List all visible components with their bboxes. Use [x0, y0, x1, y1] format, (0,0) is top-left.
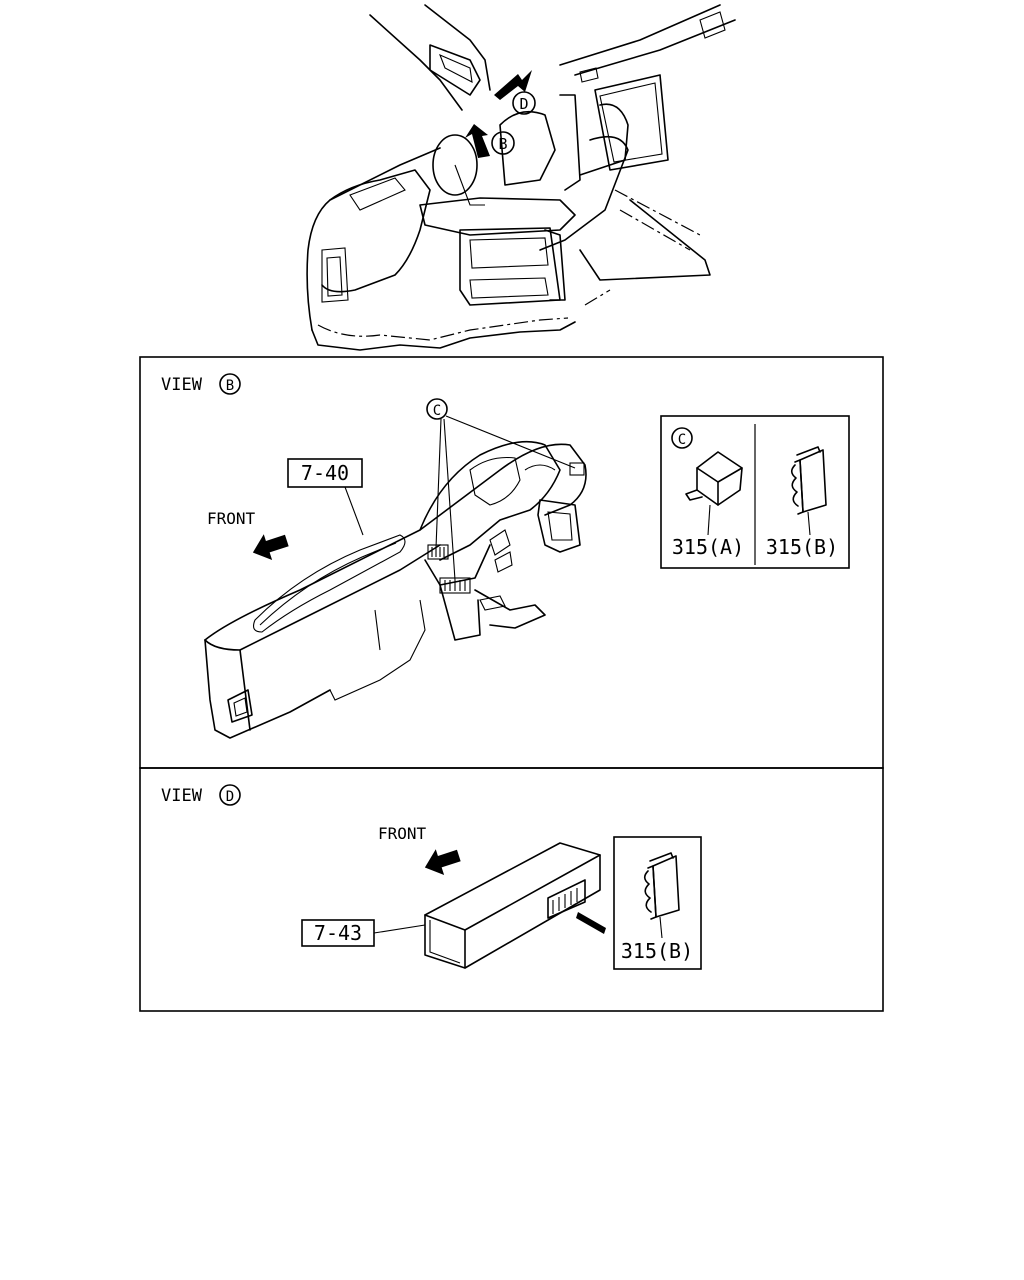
part-ref-7-40: 7-40 [301, 461, 349, 485]
view-b-panel: VIEW B 7-40 FRONT [139, 356, 884, 769]
view-d-title: VIEW [161, 786, 203, 806]
locator-c: C [433, 403, 441, 419]
view-d-front-label: FRONT [378, 824, 427, 843]
connector-315b-drawing-d [643, 852, 680, 939]
view-b-callout: B [226, 378, 234, 394]
callout-d-marker: D [519, 95, 528, 113]
detail-d-box: 315(B) [613, 836, 702, 970]
part-ref-7-43: 7-43 [314, 921, 362, 945]
cab-interior-overview: D B [306, 4, 736, 351]
view-d-front-arrow [424, 849, 461, 875]
instrument-panel-drawing [204, 440, 587, 739]
callout-b-marker: B [498, 135, 507, 153]
overhead-console-drawing [424, 842, 606, 969]
view-d-callout: D [226, 789, 234, 805]
detail-c-callout: C [678, 432, 686, 448]
view-b-front-label: FRONT [207, 509, 256, 528]
connector-315b-drawing [790, 446, 827, 536]
part-315a-label: 315(A) [672, 535, 744, 559]
view-d-panel: VIEW D FRONT 7-43 [139, 767, 884, 1012]
view-b-front-arrow [252, 534, 289, 560]
detail-c-box: C 315(A) 315(B) [660, 415, 850, 569]
relay-315a-drawing [685, 451, 743, 536]
part-315b-label-view-b: 315(B) [766, 535, 838, 559]
view-b-title: VIEW [161, 375, 203, 395]
part-315b-label-view-d: 315(B) [621, 939, 693, 963]
